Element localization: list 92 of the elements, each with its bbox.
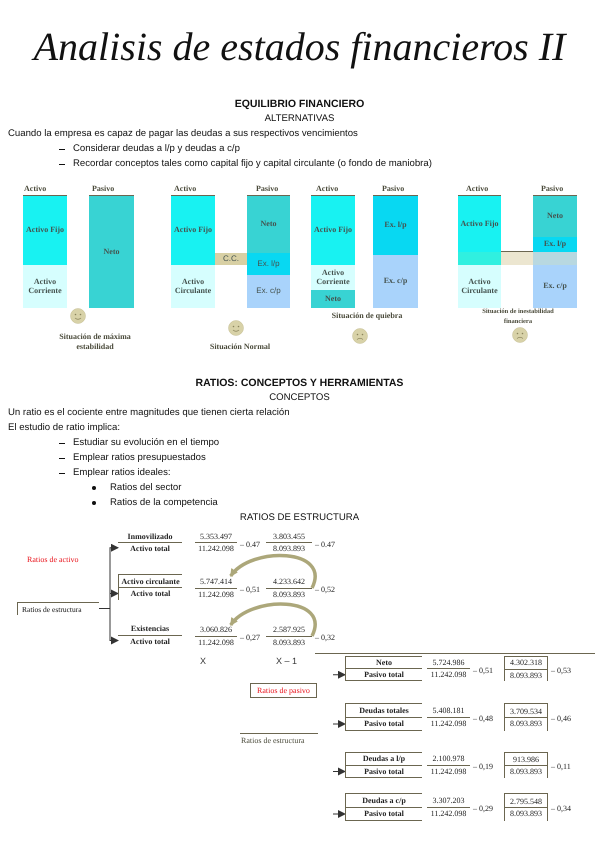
section-heading: EQUILIBRIO FINANCIERO (234, 98, 366, 110)
balance-segment: C.C. (215, 253, 247, 265)
column-header: Pasivo (92, 183, 114, 195)
ratio-result: – 0.47 (240, 540, 260, 548)
list-item: Emplear ratios ideales: (73, 467, 171, 479)
ratio-result: – 0,52 (315, 585, 335, 594)
column-header: Pasivo (256, 183, 278, 195)
arrow (332, 810, 346, 818)
ratio-result: – 0,46 (551, 714, 571, 723)
ratio-result: – 0,53 (551, 666, 571, 674)
ratio-fraction: 5.353.497 11.242.098 (195, 532, 237, 553)
column-header: Pasivo (382, 183, 404, 195)
list-item: Emplear ratios presupuestados (73, 452, 206, 464)
ratio-result: – 0,19 (473, 762, 493, 771)
ratio-fraction: Inmovilizado Activo total (118, 532, 182, 553)
situation-caption: Situación Normal (208, 342, 272, 352)
list-item: Estudiar su evolución en el tiempo (73, 437, 220, 449)
ratio-result: – 0,32 (315, 633, 335, 642)
arrow (229, 602, 317, 637)
balance-segment: Ex. l/p (533, 237, 577, 252)
section-subheading: CONCEPTOS (268, 392, 331, 404)
column-label: X (200, 655, 206, 667)
balance-segment: Ex. l/p (373, 196, 418, 255)
ratio-fraction: 3.060.826 11.242.098 (195, 625, 237, 647)
ratio-result: – 0,48 (473, 714, 493, 723)
ratio-result: – 0.47 (315, 540, 335, 548)
balance-segment: Neto (89, 196, 134, 308)
situation-caption: Situación de quiebra (330, 311, 404, 321)
balance-segment: Ex. c/p (373, 255, 418, 308)
list-item: Recordar conceptos tales como capital fijo y capital circulante (o fondo de maniobra) (73, 158, 432, 170)
ratio-fraction: 913.986 8.093.893 (504, 752, 548, 778)
list-item: Considerar deudas a l/p y deudas a c/p (73, 143, 240, 155)
arrow (332, 720, 346, 728)
balance-segment: Activo Corriente (311, 265, 355, 290)
ratio-result: – 0,34 (551, 804, 571, 813)
ratio-fraction: 5.724.986 11.242.098 (427, 656, 470, 681)
column-label: X – 1 (276, 655, 298, 667)
ratio-fraction: 4.233.642 8.093.893 (266, 576, 312, 600)
balance-segment: Activo Fijo (311, 196, 355, 265)
balance-segment: Activo Fijo (458, 196, 501, 252)
ratio-fraction: Deudas totales Pasivo total (345, 703, 422, 731)
ratio-result: – 0,51 (240, 585, 260, 594)
ratio-result: – 0,51 (473, 666, 493, 674)
balance-segment: Activo Circulante (458, 265, 501, 308)
column-header: Activo (316, 183, 338, 195)
column-header: Pasivo (541, 183, 564, 195)
balance-segment: Ex. c/p (533, 265, 577, 308)
list-item: Ratios del sector (110, 482, 182, 494)
arrow (332, 670, 346, 679)
paragraph: Un ratio es el cociente entre magnitudes que tienen cierta relación (8, 407, 290, 419)
ratio-fraction: Deudas a c/p Pasivo total (345, 793, 422, 821)
balance-segment: Activo Fijo (23, 196, 67, 265)
ratio-fraction: 2.587.925 8.093.893 (266, 625, 312, 647)
balance-segment: Activo Circulante (171, 265, 215, 308)
paragraph: El estudio de ratio implica: (8, 422, 120, 434)
column-header: Activo (174, 183, 196, 195)
column-header: Activo (24, 183, 46, 195)
page-title: Analisis de estados financieros II (30, 23, 568, 71)
list-item: Ratios de la competencia (110, 497, 218, 509)
balance-segment: Neto (247, 196, 290, 253)
balance-segment: Ex. c/p (247, 275, 290, 308)
section-tag: Ratios de pasivo (250, 683, 317, 698)
ratio-fraction: Deudas a l/p Pasivo total (345, 752, 422, 778)
group-label: Ratios de estructura (241, 735, 305, 747)
ratio-fraction: 3.307.203 11.242.098 (427, 793, 470, 821)
ratio-result: – 0,11 (551, 762, 571, 771)
column-header: Activo (466, 183, 488, 195)
ratio-result: – 0,27 (240, 633, 260, 642)
ratio-fraction: 5.408.181 11.242.098 (427, 703, 470, 731)
section-subheading: RATIOS DE ESTRUCTURA (238, 512, 360, 524)
arrow (98, 608, 119, 644)
ratio-fraction: 4.302.318 8.093.893 (504, 656, 548, 681)
paragraph: Cuando la empresa es capaz de pagar las deudas a sus respectivos vencimientos (8, 128, 358, 140)
section-heading: RATIOS: CONCEPTOS Y HERRAMIENTAS (194, 377, 404, 389)
ratio-fraction: 3.709.534 8.093.893 (504, 703, 548, 731)
balance-segment: Ex. l/p (247, 253, 290, 275)
ratio-fraction: 2.795.548 8.093.893 (504, 793, 548, 821)
section-subheading: ALTERNATIVAS (264, 113, 336, 125)
ratio-fraction: 3.803.455 8.093.893 (266, 532, 312, 553)
balance-segment: Activo Fijo (171, 196, 215, 265)
situation-caption: Situación de máxima estabilidad (58, 332, 132, 352)
balance-segment: Neto (533, 196, 577, 237)
ratio-fraction: 2.100.978 11.242.098 (427, 752, 470, 778)
ratio-fraction: 5.747.414 11.242.098 (195, 576, 237, 600)
ratio-fraction: Neto Pasivo total (345, 656, 422, 681)
balance-segment: Neto (311, 290, 355, 308)
ratio-fraction: Activo circulante Activo total (118, 574, 182, 600)
ratio-fraction: Existencias Activo total (118, 624, 182, 646)
arrow (332, 768, 346, 776)
balance-segment: Activo Corriente (23, 265, 67, 308)
group-label: Ratios de activo (27, 554, 79, 566)
ratio-result: – 0,29 (473, 804, 493, 813)
